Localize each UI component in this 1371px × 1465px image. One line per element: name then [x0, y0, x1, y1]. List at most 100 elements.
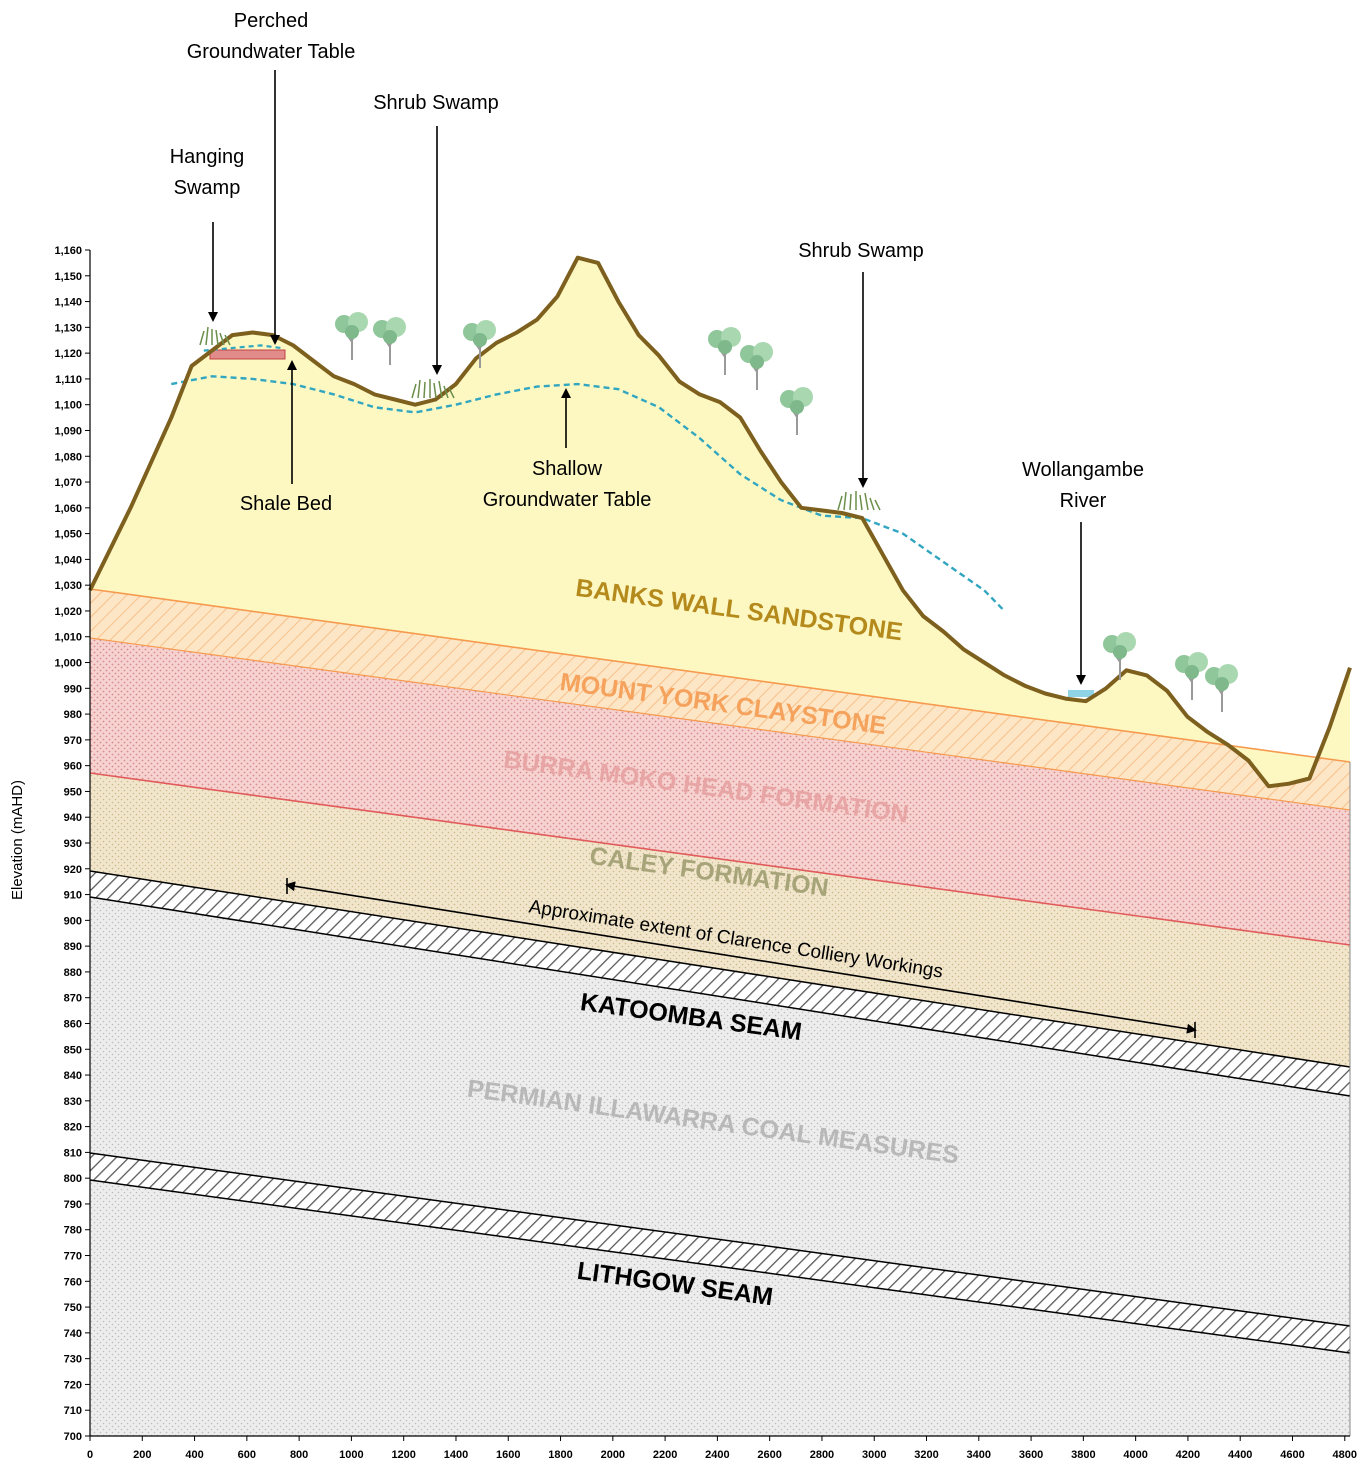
y-tick-label: 1,050 [54, 529, 82, 541]
x-tick-label: 3800 [1071, 1449, 1095, 1461]
shallow-groundwater-line [171, 375, 1006, 612]
y-tick-label: 890 [64, 941, 82, 953]
seam-boundary [89, 1152, 1351, 1327]
x-tick-label: 2800 [810, 1449, 834, 1461]
layer-banks-wall-sandstone [90, 257, 1350, 787]
y-tick-label: 710 [64, 1405, 82, 1417]
trees [335, 312, 1238, 712]
x-tick-label: 400 [185, 1449, 203, 1461]
workings-extent-arrow [285, 881, 1197, 1034]
river-water [1068, 690, 1094, 697]
x-tick-label: 3400 [967, 1449, 991, 1461]
x-tick-label: 1400 [444, 1449, 468, 1461]
shrub-swamp-label: Shrub Swamp [373, 92, 499, 114]
x-tick-label: 3200 [914, 1449, 938, 1461]
y-tick-label: 1,150 [54, 271, 82, 283]
formation-boundary [89, 637, 1351, 811]
x-tick-label: 200 [133, 1449, 151, 1461]
swamp-vegetation [199, 326, 881, 511]
y-tick-label: 980 [64, 709, 82, 721]
x-tick-label: 2000 [601, 1449, 625, 1461]
y-tick-label: 1,160 [54, 245, 82, 257]
formation-boundary [89, 588, 1351, 763]
y-tick-label: 870 [64, 993, 82, 1005]
shrub-swamp-grass-icon [837, 491, 881, 511]
y-tick-label: 1,070 [54, 477, 82, 489]
y-tick-label: 830 [64, 1096, 82, 1108]
y-axis-title: Elevation (mAHD) [9, 780, 26, 900]
layer-permian-lower [90, 1180, 1350, 1436]
tree-icon [708, 327, 741, 375]
y-tick-label: 860 [64, 1018, 82, 1030]
layer-lithgow-seam [90, 1153, 1350, 1353]
y-tick-label: 1,000 [54, 658, 82, 670]
y-tick-label: 1,090 [54, 425, 82, 437]
y-tick-label: 960 [64, 761, 82, 773]
x-tick-label: 1200 [391, 1449, 415, 1461]
y-tick-label: 810 [64, 1147, 82, 1159]
y-tick-label: 910 [64, 890, 82, 902]
shrub-swamp-grass-icon [411, 379, 455, 399]
x-tick-label: 1600 [496, 1449, 520, 1461]
y-tick-label: 780 [64, 1225, 82, 1237]
x-tick-label: 800 [290, 1449, 308, 1461]
tree-icon [780, 387, 813, 435]
y-tick-label: 800 [64, 1173, 82, 1185]
y-tick-label: 720 [64, 1379, 82, 1391]
x-tick-label: 4000 [1123, 1449, 1147, 1461]
x-tick-label: 1000 [339, 1449, 363, 1461]
y-tick-label: 900 [64, 915, 82, 927]
x-tick-label: 4600 [1280, 1449, 1304, 1461]
y-tick-label: 770 [64, 1251, 82, 1263]
tree-icon [1175, 652, 1208, 700]
annotation-texts: Perched Groundwater Table Shrub Swamp Ha… [170, 10, 1144, 515]
shale-bed-label: Shale Bed [240, 493, 332, 515]
x-tick-label: 3600 [1019, 1449, 1043, 1461]
shallow-groundwater-label-line1: Shallow [532, 458, 603, 480]
y-tick-label: 1,060 [54, 503, 82, 515]
tree-icon [1205, 664, 1238, 712]
y-tick-label: 850 [64, 1044, 82, 1056]
x-tick-label: 4400 [1228, 1449, 1252, 1461]
y-tick-label: 840 [64, 1070, 82, 1082]
hanging-swamp-grass-icon [199, 326, 231, 346]
y-tick-label: 880 [64, 967, 82, 979]
y-tick-label: 1,100 [54, 400, 82, 412]
y-tick-label: 970 [64, 735, 82, 747]
y-tick-label: 700 [64, 1431, 82, 1443]
layer-mount-york-claystone [90, 589, 1350, 810]
annotation-arrows [208, 70, 1086, 685]
y-tick-label: 920 [64, 864, 82, 876]
layer-burra-moko-head [90, 638, 1350, 945]
y-tick-label: 1,140 [54, 297, 82, 309]
hanging-swamp-label-line1: Hanging [170, 146, 245, 168]
tree-icon [1103, 632, 1136, 680]
tree-icon [373, 317, 406, 365]
y-tick-label: 790 [64, 1199, 82, 1211]
stratigraphic-layers [89, 257, 1351, 1436]
tree-icon [463, 320, 496, 368]
x-tick-label: 3000 [862, 1449, 886, 1461]
y-tick-label: 1,010 [54, 632, 82, 644]
x-tick-label: 4800 [1333, 1449, 1357, 1461]
shale-bed [209, 349, 286, 360]
x-tick-label: 0 [87, 1449, 93, 1461]
x-tick-label: 4200 [1176, 1449, 1200, 1461]
tree-icon [740, 342, 773, 390]
y-tick-label: 760 [64, 1276, 82, 1288]
y-tick-label: 990 [64, 683, 82, 695]
x-tick-label: 600 [238, 1449, 256, 1461]
perched-groundwater-line [203, 344, 282, 352]
hanging-swamp-label-line2: Swamp [174, 177, 241, 199]
x-tick-label: 2600 [757, 1449, 781, 1461]
x-tick-label: 1800 [548, 1449, 572, 1461]
shallow-groundwater-label-line2: Groundwater Table [483, 489, 652, 511]
tree-icon [335, 312, 368, 360]
y-tick-label: 740 [64, 1328, 82, 1340]
shrub-swamp-label: Shrub Swamp [798, 240, 924, 262]
y-tick-label: 820 [64, 1122, 82, 1134]
seam-boundary [89, 1179, 1351, 1354]
y-tick-label: 940 [64, 812, 82, 824]
